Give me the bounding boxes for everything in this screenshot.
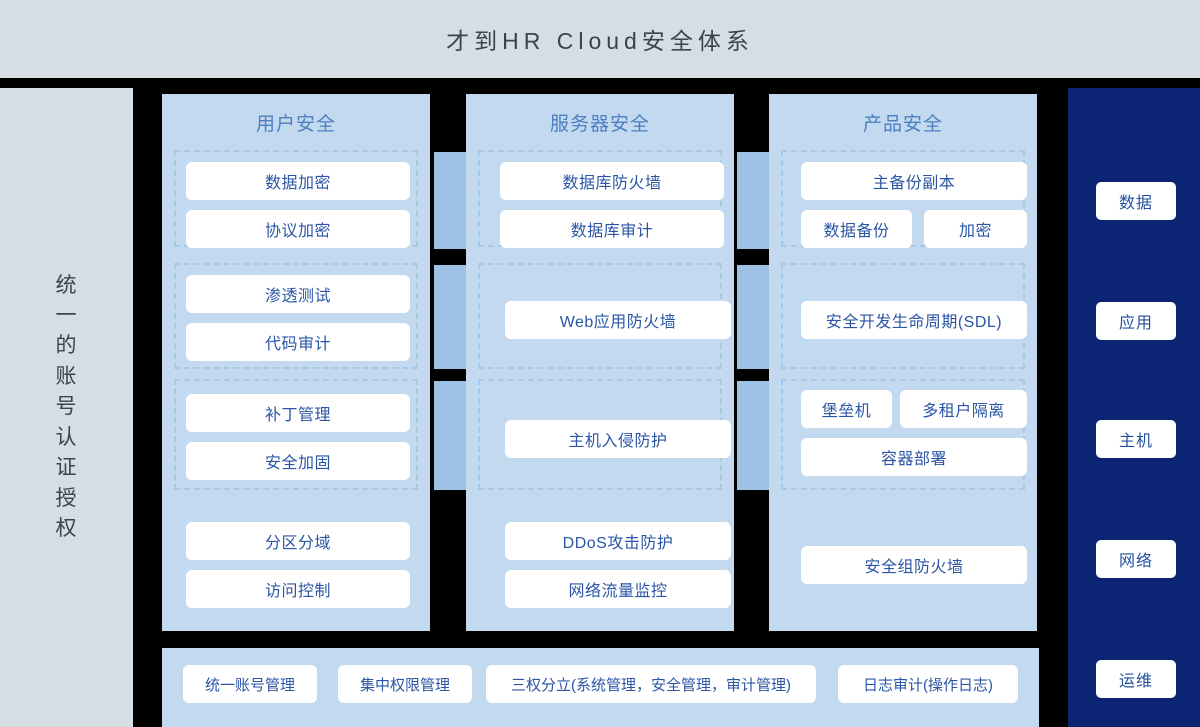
column-header: 产品安全: [862, 113, 943, 135]
column-header: 服务器安全: [549, 113, 650, 135]
column-product-security: 产品安全主备份副本数据备份加密安全开发生命周期(SDL) 堡垒机多租户隔离容器部署…: [769, 94, 1037, 631]
group-3: 补丁管理安全加固: [174, 379, 418, 490]
group-2: 渗透测试代码审计: [174, 263, 418, 369]
group-4: 安全组防火墙: [781, 500, 1027, 626]
layer-chip-2[interactable]: 应用: [1096, 302, 1176, 340]
security-item-box[interactable]: 数据备份: [801, 210, 912, 248]
security-item-box[interactable]: 安全组防火墙: [801, 546, 1027, 584]
group-4: 分区分域访问控制: [174, 500, 418, 626]
connector-band: [737, 265, 769, 369]
security-item-box[interactable]: 代码审计: [186, 323, 410, 361]
group-2: Web应用防火墙: [478, 263, 731, 369]
title-bar: 才到HR Cloud安全体系: [0, 0, 1200, 78]
connector-band: [434, 152, 466, 249]
security-item-box[interactable]: 安全开发生命周期(SDL): [801, 301, 1027, 339]
security-item-box[interactable]: 数据库审计: [500, 210, 724, 248]
group-1: 主备份副本数据备份加密: [781, 150, 1027, 248]
security-item-box[interactable]: DDoS攻击防护: [505, 522, 731, 560]
security-item-box[interactable]: 数据加密: [186, 162, 410, 200]
right-sidebar-layers: 数据应用主机网络运维: [1068, 88, 1200, 727]
security-item-box[interactable]: 堡垒机: [801, 390, 892, 428]
group-1: 数据加密协议加密: [174, 150, 418, 248]
security-item-box[interactable]: 协议加密: [186, 210, 410, 248]
left-sidebar-label: 统一的账号认证授权: [55, 273, 78, 541]
bottom-bar-item[interactable]: 集中权限管理: [338, 665, 472, 703]
security-item-box[interactable]: 访问控制: [186, 570, 410, 608]
left-sidebar-unified-auth: 统一的账号认证授权: [0, 88, 133, 727]
bottom-bar-item[interactable]: 日志审计(操作日志): [838, 665, 1018, 703]
security-item-box[interactable]: 补丁管理: [186, 394, 410, 432]
column-header: 用户安全: [255, 113, 336, 135]
security-item-box[interactable]: 主备份副本: [801, 162, 1027, 200]
layer-chip-3[interactable]: 主机: [1096, 420, 1176, 458]
security-item-box[interactable]: Web应用防火墙: [505, 301, 731, 339]
layer-chip-5[interactable]: 运维: [1096, 660, 1176, 698]
security-item-box[interactable]: 加密: [924, 210, 1027, 248]
bottom-bar-item[interactable]: 统一账号管理: [183, 665, 317, 703]
column-user-security: 用户安全数据加密协议加密渗透测试代码审计补丁管理安全加固分区分域访问控制: [162, 94, 430, 631]
security-item-box[interactable]: 网络流量监控: [505, 570, 731, 608]
group-3: 主机入侵防护: [478, 379, 731, 490]
connector-band: [434, 381, 466, 490]
layer-chip-1[interactable]: 数据: [1096, 182, 1176, 220]
group-3: 堡垒机多租户隔离容器部署: [781, 379, 1027, 490]
group-1: 数据库防火墙数据库审计: [478, 150, 724, 248]
page-title: 才到HR Cloud安全体系: [446, 28, 754, 54]
security-item-box[interactable]: 容器部署: [801, 438, 1027, 476]
connector-band: [737, 152, 769, 249]
security-item-box[interactable]: 渗透测试: [186, 275, 410, 313]
bottom-bar-item[interactable]: 三权分立(系统管理，安全管理，审计管理): [486, 665, 816, 703]
security-item-box[interactable]: 数据库防火墙: [500, 162, 724, 200]
security-item-box[interactable]: 安全加固: [186, 442, 410, 480]
connector-band: [737, 381, 769, 490]
security-item-box[interactable]: 主机入侵防护: [505, 420, 731, 458]
column-server-security: 服务器安全数据库防火墙数据库审计 Web应用防火墙主机入侵防护 DDoS攻击防护网络…: [466, 94, 734, 631]
group-2: 安全开发生命周期(SDL): [781, 263, 1027, 369]
group-4: DDoS攻击防护网络流量监控: [478, 500, 731, 626]
connector-band: [434, 265, 466, 369]
security-item-box[interactable]: 分区分域: [186, 522, 410, 560]
layer-chip-4[interactable]: 网络: [1096, 540, 1176, 578]
bottom-bar: 统一账号管理集中权限管理三权分立(系统管理，安全管理，审计管理) 日志审计(操作日…: [162, 648, 1039, 727]
security-item-box[interactable]: 多租户隔离: [900, 390, 1027, 428]
